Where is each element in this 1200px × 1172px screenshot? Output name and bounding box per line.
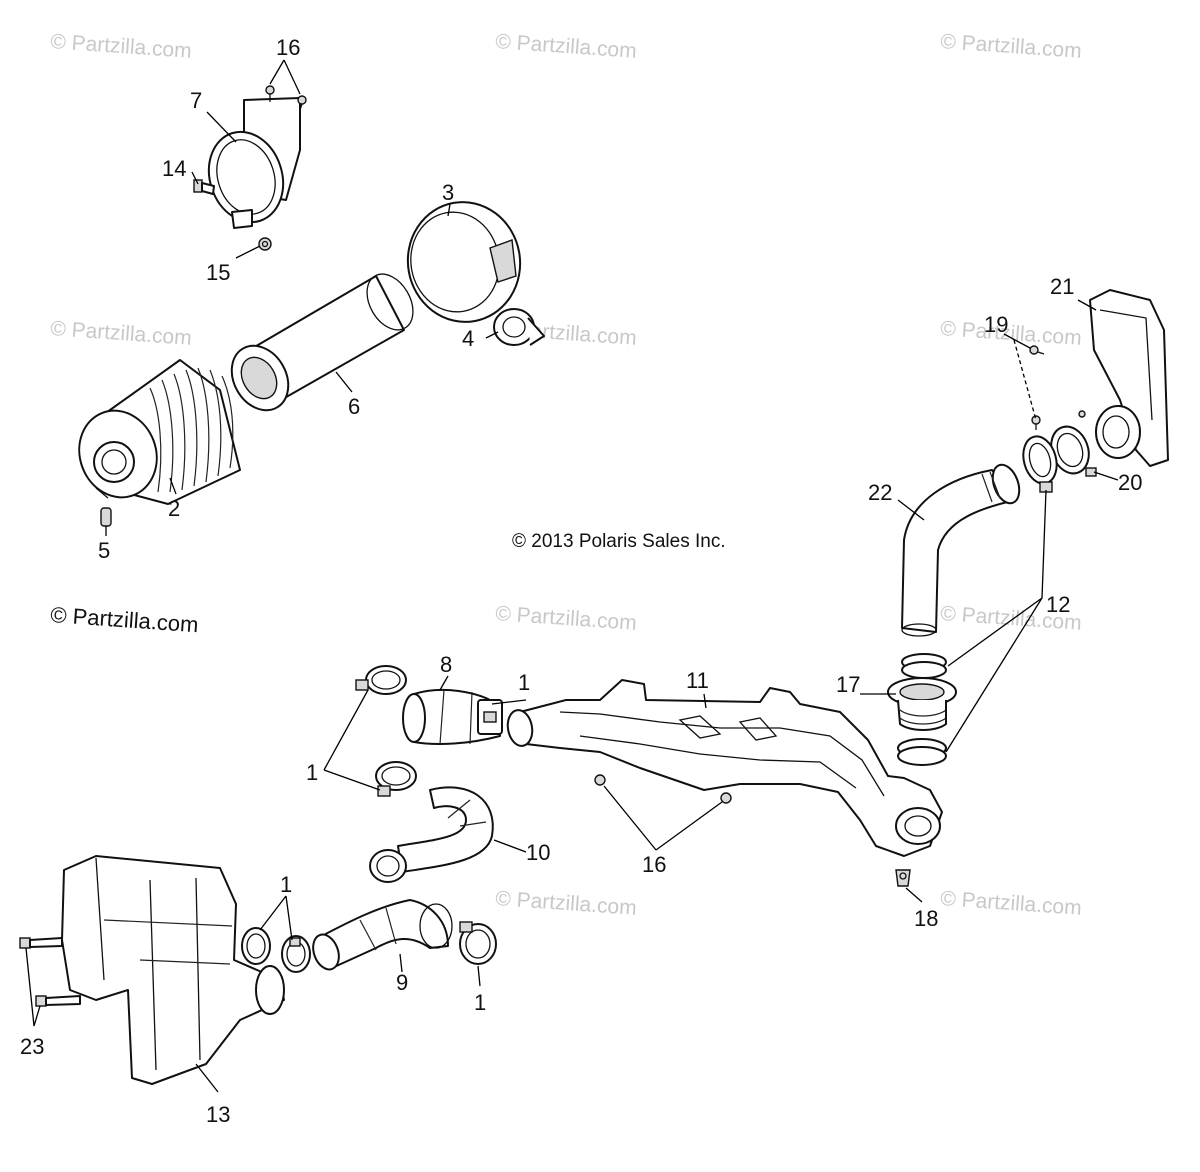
- bolt-part: [19, 937, 81, 1007]
- callout-10: 10: [526, 840, 550, 865]
- callout-17: 17: [836, 672, 860, 697]
- watermark: © Partzilla.com: [495, 887, 638, 920]
- hose-clamp-part: [375, 761, 417, 797]
- callout-18: 18: [914, 906, 938, 931]
- clip-part: [594, 774, 732, 804]
- hose-clamp-part: [901, 653, 947, 679]
- hose-clamp-part: [1022, 435, 1058, 493]
- watermark: © Partzilla.com: [50, 317, 193, 350]
- resonator-box-part: [61, 855, 285, 1085]
- callouts: 16 7 14 15 3 4 6 2 5 19 21 20 22 12 17 8…: [20, 35, 1142, 1127]
- rubber-fitting-part: [493, 308, 545, 346]
- watermark: © Partzilla.com: [940, 30, 1083, 63]
- callout-4: 4: [462, 326, 474, 351]
- copyright-notice: © 2013 Polaris Sales Inc.: [512, 531, 726, 552]
- callout-1: 1: [306, 760, 318, 785]
- cover-ring-part: [406, 201, 522, 323]
- callout-1: 1: [280, 872, 292, 897]
- callout-8: 8: [440, 652, 452, 677]
- main-intake-duct-part: [506, 679, 943, 857]
- callout-7: 7: [190, 88, 202, 113]
- air-box-housing-part: [78, 359, 241, 505]
- watermark: © Partzilla.com: [940, 887, 1083, 920]
- hose-clamp-part: [355, 665, 407, 695]
- s-hose-part: [369, 786, 494, 883]
- leader-lines: [25, 59, 1119, 1093]
- drain-valve-part: [895, 869, 911, 887]
- coupler-part: [887, 677, 957, 731]
- elbow-hose-part: [901, 463, 1021, 637]
- callout-12: 12: [1046, 592, 1070, 617]
- callout-23: 23: [20, 1034, 44, 1059]
- watermark: © Partzilla.com: [495, 602, 638, 635]
- watermark: © Partzilla.com: [50, 30, 193, 63]
- callout-11: 11: [686, 668, 709, 693]
- callout-3: 3: [442, 180, 454, 205]
- bracket-strap-part: [207, 97, 301, 229]
- callout-16: 16: [642, 852, 666, 877]
- screw-part: [1013, 339, 1045, 430]
- drain-fitting-part: [100, 507, 112, 527]
- hose-clamp-part: [897, 738, 947, 766]
- watermark: © Partzilla.com: [495, 30, 638, 63]
- bolt-part: [193, 179, 215, 195]
- callout-19: 19: [984, 312, 1008, 337]
- filter-element-part: [230, 273, 414, 412]
- callout-15: 15: [206, 260, 230, 285]
- callout-14: 14: [162, 156, 186, 181]
- callout-2: 2: [168, 496, 180, 521]
- callout-9: 9: [396, 970, 408, 995]
- hose-clamp-part: [241, 927, 311, 973]
- callout-20: 20: [1118, 470, 1142, 495]
- callout-5: 5: [98, 538, 110, 563]
- hose-clamp-part: [477, 699, 503, 735]
- intake-duct-part: [1078, 289, 1169, 467]
- callout-22: 22: [868, 480, 892, 505]
- callout-21: 21: [1050, 274, 1074, 299]
- callout-6: 6: [348, 394, 360, 419]
- callout-13: 13: [206, 1102, 230, 1127]
- callout-1: 1: [474, 990, 486, 1015]
- site-label: © Partzilla.com: [50, 602, 200, 637]
- lower-hose-part: [312, 899, 453, 971]
- hose-clamp-part: [1050, 425, 1097, 477]
- hose-clamp-part: [459, 921, 497, 965]
- watermark: © Partzilla.com: [940, 317, 1083, 350]
- screw-part: [265, 85, 307, 111]
- callout-1: 1: [518, 670, 530, 695]
- callout-16: 16: [276, 35, 300, 60]
- nut-part: [258, 237, 272, 251]
